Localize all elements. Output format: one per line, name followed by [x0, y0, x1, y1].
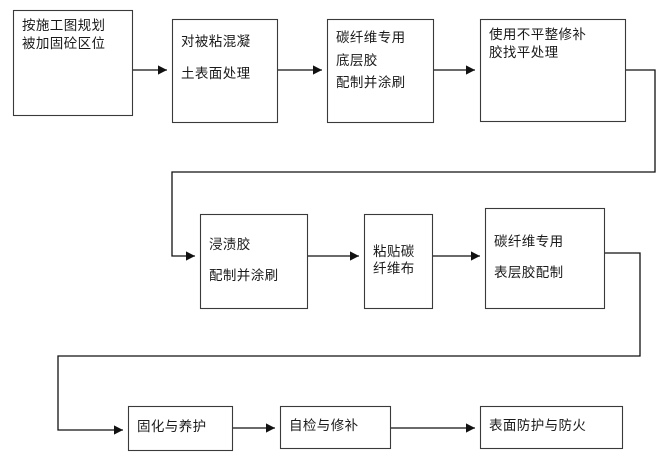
process-box-10[interactable] — [479, 405, 624, 450]
arrow-head-c4 — [186, 251, 195, 261]
arrow-head-c7 — [114, 425, 123, 435]
arrow-head-c6 — [471, 251, 480, 261]
process-box-5[interactable] — [199, 213, 309, 310]
arrow-head-c8 — [266, 423, 275, 433]
process-box-8[interactable] — [127, 405, 234, 452]
arrow-head-c3 — [466, 65, 475, 75]
process-box-6[interactable] — [363, 213, 434, 310]
connector-n7-to-n8 — [57, 252, 641, 431]
process-box-2[interactable] — [171, 18, 279, 124]
arrow-head-c2 — [313, 65, 322, 75]
process-box-7[interactable] — [484, 207, 606, 310]
arrow-head-c9 — [466, 423, 475, 433]
connector-layer — [57, 69, 656, 431]
process-box-9[interactable] — [279, 405, 392, 450]
arrow-head-c5 — [350, 251, 359, 261]
node-box-layer — [12, 9, 627, 452]
process-box-1[interactable] — [12, 9, 134, 117]
connector-n4-to-n5 — [171, 69, 656, 257]
process-box-4[interactable] — [479, 18, 627, 123]
arrow-head-c1 — [158, 65, 167, 75]
arrowhead-layer — [114, 65, 480, 435]
process-box-3[interactable] — [326, 18, 435, 124]
